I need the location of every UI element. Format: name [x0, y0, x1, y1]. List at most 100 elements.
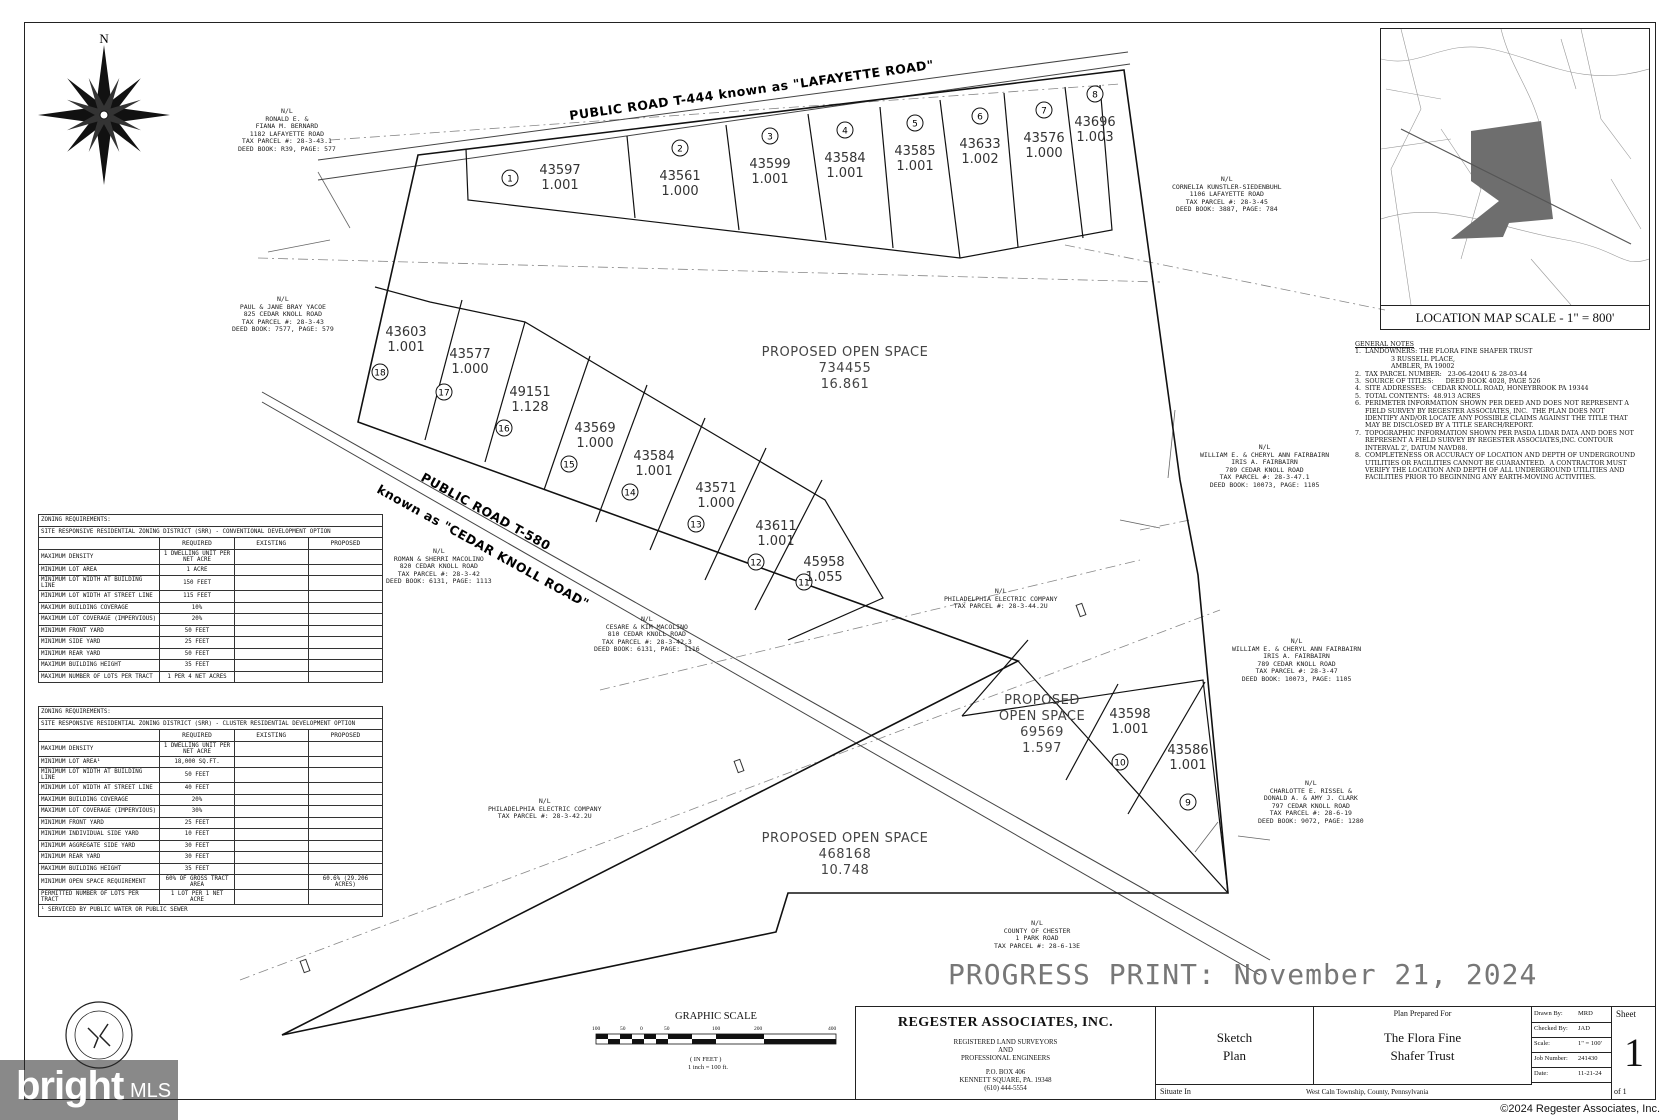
neighbor-fairbairn-2: N/L WILLIAM E. & CHERYL ANN FAIRBAIRN IR… [1232, 637, 1362, 683]
progress-print-stamp: PROGRESS PRINT: November 21, 2024 [948, 958, 1538, 991]
neighbor-bernard: N/L RONALD E. & FIANA M. BERNARD 1182 LA… [238, 107, 336, 153]
zoning-cell [307, 805, 384, 818]
lot-number-circle [836, 121, 854, 139]
location-map [1380, 28, 1650, 330]
zoning-cell: MINIMUM LOT WIDTH AT BUILDING LINE [37, 575, 161, 591]
zoning-cell: MINIMUM REAR YARD [37, 647, 161, 660]
lot-area-acres: 1.001 [826, 166, 863, 181]
open-space-1-acres: 16.861 [821, 377, 870, 392]
zoning-cell: MAXIMUM BUILDING COVERAGE [37, 793, 161, 806]
plan-type: Sketch Plan [1216, 1030, 1253, 1063]
zoning-cell: 50 FEET [159, 767, 235, 783]
zoning-cell: 10% [159, 601, 235, 614]
prepared-for: The Flora Fine Shafer Trust [1383, 1030, 1462, 1063]
lot-area-sf: 43633 [959, 137, 1000, 152]
lot-number: 18 [374, 369, 386, 379]
zoning-cell [307, 782, 384, 795]
general-note-line: AMBLER, PA 19002 [1355, 363, 1455, 371]
graphic-scale-ratio: 1 inch = 100 ft. [688, 1064, 728, 1071]
lot-area-acres: 1.000 [451, 362, 488, 377]
lot-area-sf: 43576 [1023, 131, 1064, 146]
lot-area-acres: 1.001 [896, 159, 933, 174]
zoning-cell [233, 889, 309, 905]
zoning-cell: 10 FEET [159, 828, 235, 841]
zoning-cell [233, 851, 309, 864]
zoning-cell [307, 624, 384, 637]
lot-area-sf: 43571 [695, 481, 736, 496]
lot-number: 15 [563, 461, 574, 471]
lot-area-sf: 43585 [894, 144, 935, 159]
open-space-1-area: 734455 [819, 361, 872, 376]
lot-area-sf: 43611 [755, 519, 796, 534]
situate-label: Situate In [1160, 1087, 1191, 1096]
zoning-cell: MINIMUM AGGREGATE SIDE YARD [37, 839, 161, 852]
watermark-brand: bright [16, 1064, 124, 1108]
zoning-cell: 25 FEET [159, 816, 235, 829]
location-map-caption: LOCATION MAP SCALE - 1" = 800' [1380, 305, 1650, 330]
lot-number-circle [687, 515, 705, 533]
general-note-line: MAY BE DISCLOSED BY A TITLE SEARCH/REPOR… [1355, 422, 1534, 430]
scale-tick-label: 50 [620, 1026, 626, 1032]
general-note-line: 3. SOURCE OF TITLES: DEED BOOK 4028, PAG… [1355, 378, 1541, 386]
lot-number: 17 [438, 389, 449, 399]
general-notes-title: GENERAL NOTES [1355, 341, 1414, 348]
lot-number-circle [795, 573, 813, 591]
zoning-cell: 50 FEET [159, 647, 235, 660]
zoning-cell: MINIMUM FRONT YARD [37, 624, 161, 637]
lot-area-sf: 43577 [449, 347, 490, 362]
lot-area-acres: 1.001 [757, 534, 794, 549]
lot-number: 13 [690, 521, 701, 531]
lot-number: 3 [767, 133, 773, 143]
zoning-cell [233, 839, 309, 852]
zoning-cell [233, 647, 309, 660]
lot-area-sf: 43696 [1074, 115, 1115, 130]
zoning-header-cell: PROPOSED [307, 537, 384, 550]
zoning-cell: MINIMUM LOT WIDTH AT BUILDING LINE [37, 767, 161, 783]
lot-number: 8 [1092, 91, 1098, 101]
lot-area-acres: 1.000 [576, 436, 613, 451]
zoning-cell [233, 575, 309, 591]
zoning-header-cell [37, 537, 161, 550]
zoning-cell [307, 613, 384, 626]
zoning-cell [307, 889, 384, 905]
lot-area-acres: 1.001 [751, 172, 788, 187]
zoning-table-row: MAXIMUM LOT COVERAGE (IMPERVIOUS)20% [37, 613, 384, 626]
title-meta-row: Date:11-21-24 [1532, 1067, 1612, 1083]
zoning-cell: 20% [159, 613, 235, 626]
zoning-cell [233, 670, 309, 683]
lot-number-circle [1086, 85, 1104, 103]
zoning-header-cell: PROPOSED [307, 729, 384, 742]
zoning-cell: 30% [159, 805, 235, 818]
zoning-cell [233, 755, 309, 768]
lot-area-acres: 1.002 [961, 152, 998, 167]
open-space-2-acres: 10.748 [821, 863, 870, 878]
zoning-cell: 115 FEET [159, 590, 235, 603]
scale-tick-label: 50 [664, 1026, 670, 1032]
lot-number: 4 [842, 127, 848, 137]
title-meta-row: Job Number:241430 [1532, 1052, 1612, 1068]
lot-area-sf: 49151 [509, 385, 550, 400]
north-arrow-icon: N [38, 31, 170, 185]
lot-number-circle [971, 107, 989, 125]
watermark-suffix: MLS [130, 1080, 172, 1102]
zoning-cell: 35 FEET [159, 862, 235, 875]
meta-label: Drawn By: [1534, 1010, 1563, 1017]
zoning-cell [307, 793, 384, 806]
zoning-cell [307, 755, 384, 768]
lot-area-acres: 1.001 [1111, 722, 1148, 737]
general-note-line: IDENTIFY AND/OR LOCATE ANY POSSIBLE CLAI… [1355, 415, 1628, 423]
meta-label: Date: [1534, 1070, 1549, 1077]
meta-value: MRD [1578, 1010, 1593, 1017]
